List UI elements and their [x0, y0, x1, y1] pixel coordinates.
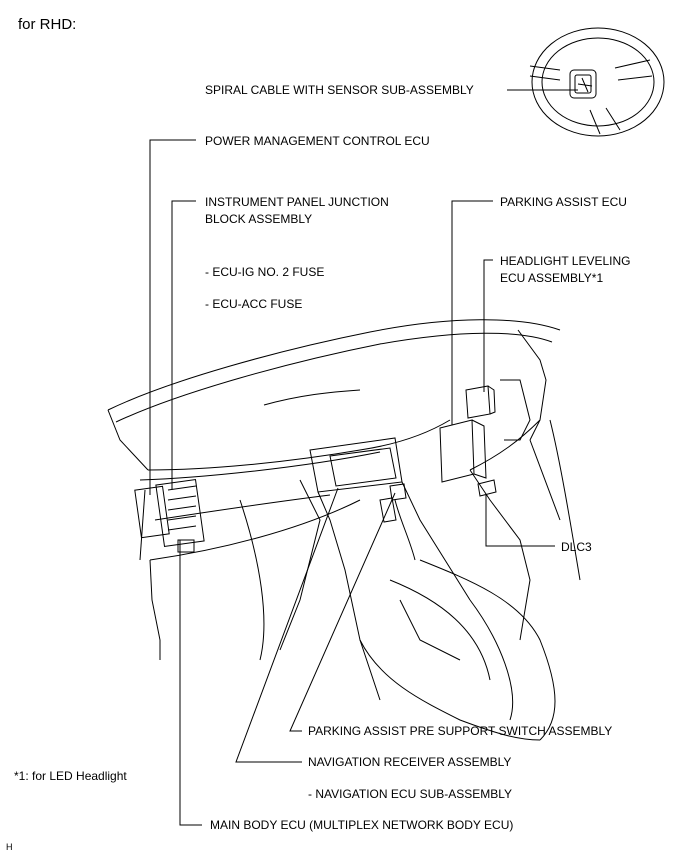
headlight-leveling-ecu-box: [465, 385, 496, 419]
ecu-block-left: [134, 478, 205, 553]
label-nav-receiver: NAVIGATION RECEIVER ASSEMBLY: [308, 755, 512, 769]
dashboard-outline: [107, 319, 581, 660]
center-console: [239, 437, 556, 741]
label-power-management-ecu: POWER MANAGEMENT CONTROL ECU: [205, 134, 430, 148]
corner-code: H: [6, 842, 13, 852]
label-nav-ecu: - NAVIGATION ECU SUB-ASSEMBLY: [308, 787, 513, 801]
label-pa-switch: PARKING ASSIST PRE SUPPORT SWITCH ASSEMB…: [308, 724, 613, 738]
label-dlc3: DLC3: [561, 540, 592, 554]
label-ecu-acc-fuse: - ECU-ACC FUSE: [205, 297, 303, 311]
label-spiral-cable: SPIRAL CABLE WITH SENSOR SUB-ASSEMBLY: [205, 83, 474, 97]
footnote: *1: for LED Headlight: [14, 769, 127, 783]
leader-lines: [149, 89, 578, 826]
label-ecu-ig-fuse: - ECU-IG NO. 2 FUSE: [205, 265, 325, 279]
label-headlight-leveling-2: ECU ASSEMBLY*1: [500, 271, 604, 285]
label-parking-assist-ecu: PARKING ASSIST ECU: [500, 195, 627, 209]
dlc3-connector: [477, 479, 497, 497]
diagram-header: for RHD:: [18, 16, 77, 33]
label-headlight-leveling-1: HEADLIGHT LEVELING: [500, 254, 631, 268]
pa-switch-part: [389, 483, 407, 501]
label-ip-junction-block-1: INSTRUMENT PANEL JUNCTION: [205, 195, 389, 209]
parking-assist-ecu-box: [439, 419, 487, 483]
label-main-body-ecu: MAIN BODY ECU (MULTIPLEX NETWORK BODY EC…: [210, 818, 514, 832]
label-ip-junction-block-2: BLOCK ASSEMBLY: [205, 212, 313, 226]
steering-wheel: [529, 27, 665, 137]
